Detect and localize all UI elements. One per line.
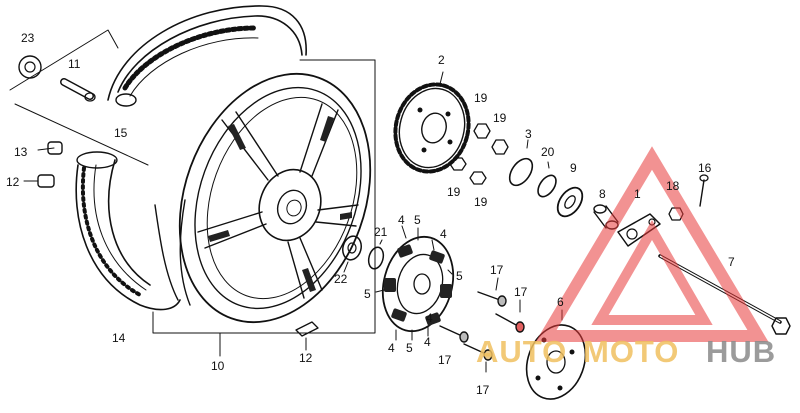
- watermark-triangle: [535, 146, 769, 342]
- callout-4-e: 4: [426, 311, 433, 325]
- callout-13: 13: [14, 145, 28, 159]
- callout-4-d: 4: [424, 335, 431, 349]
- callout-5-c: 5: [364, 287, 371, 301]
- parts-4-5-damper-hub: [375, 225, 455, 341]
- callout-14: 14: [112, 331, 126, 345]
- callout-19-b: 19: [493, 111, 507, 125]
- callout-4-c: 4: [388, 341, 395, 355]
- part-14-tire-lower: [75, 151, 191, 311]
- callout-11: 11: [68, 57, 81, 71]
- callout-21: 21: [374, 225, 388, 239]
- callout-3: 3: [525, 127, 532, 141]
- part-22-bearing: [342, 235, 362, 273]
- part-12-valve-stem-upper: [23, 174, 55, 188]
- callout-2: 2: [438, 53, 445, 67]
- upper-frame-lines: [9, 29, 149, 166]
- callout-19-a: 19: [474, 91, 488, 105]
- callout-19-c: 19: [447, 185, 461, 199]
- callout-18: 18: [666, 179, 680, 193]
- part-12-balance-weight-lower: [295, 321, 319, 351]
- callout-8: 8: [599, 187, 606, 201]
- part-13-valve-cap: [37, 141, 63, 155]
- part-7-rear-axle: [658, 254, 791, 335]
- callout-4-b: 4: [440, 227, 447, 241]
- callout-17-c: 17: [438, 353, 452, 367]
- callout-16: 16: [698, 161, 712, 175]
- callout-17-a: 17: [490, 263, 504, 277]
- part-21-o-ring: [367, 239, 385, 270]
- callout-labels: 23 11 15 13 12 14 10 12 22 21 2 19 19 19…: [6, 31, 735, 397]
- callout-12-lower: 12: [299, 351, 313, 365]
- callout-10: 10: [211, 359, 225, 373]
- callout-17-d: 17: [476, 383, 490, 397]
- part-17-stud-bolts: [439, 277, 525, 373]
- callout-15: 15: [114, 126, 128, 140]
- part-10-wheel-rim: [178, 72, 372, 324]
- watermark-wordmark: AUTO MOTO HUB: [476, 334, 776, 369]
- part-23-bearing-seal: [18, 55, 42, 79]
- callout-7: 7: [728, 255, 735, 269]
- watermark-moto: MOTO: [583, 334, 679, 369]
- part-19-nuts: [449, 123, 509, 185]
- part-20-circlip: [537, 161, 557, 198]
- callout-1: 1: [634, 187, 641, 201]
- callout-17-b: 17: [514, 285, 528, 299]
- part-15-tire-upper: [107, 5, 307, 107]
- callout-23: 23: [21, 31, 35, 45]
- watermark-hub: HUB: [706, 334, 776, 369]
- part-2-sprocket: [393, 71, 471, 174]
- part-3-seal-ring: [508, 139, 534, 187]
- part-9-bearing: [556, 186, 584, 218]
- callout-5-d: 5: [406, 341, 413, 355]
- callout-6: 6: [557, 295, 564, 309]
- part-10-bracket: [152, 59, 376, 357]
- callout-12-upper: 12: [6, 175, 20, 189]
- callout-5-a: 5: [414, 213, 421, 227]
- callout-9: 9: [570, 161, 577, 175]
- callout-5-b: 5: [456, 269, 463, 283]
- callout-4-a: 4: [398, 213, 405, 227]
- part-16-adjuster-bolt: [699, 174, 709, 207]
- part-11-spacer-tube: [60, 78, 96, 102]
- watermark-auto: AUTO: [476, 334, 567, 369]
- callout-20: 20: [541, 145, 555, 159]
- callout-22: 22: [334, 272, 348, 286]
- callout-19-d: 19: [474, 195, 488, 209]
